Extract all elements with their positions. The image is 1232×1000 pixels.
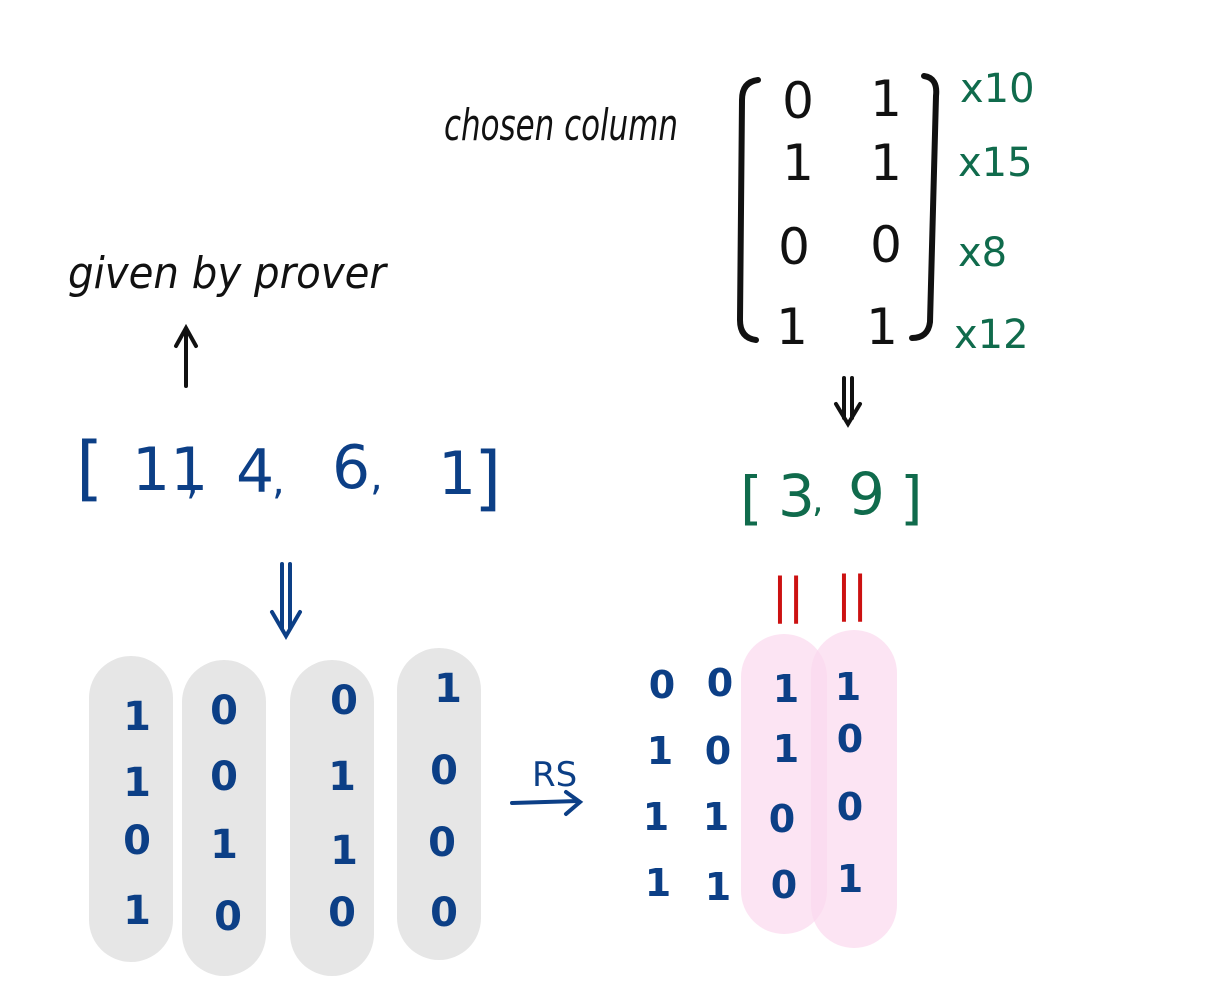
gray-pill — [290, 660, 374, 976]
gray-pill — [397, 648, 481, 960]
highlighted-columns — [741, 630, 897, 948]
matrix-entry: 1 — [866, 298, 898, 356]
equals-check: || — [836, 566, 868, 622]
rs-matrix: 0 0 1 1 1 0 1 0 1 1 0 0 1 1 0 1 — [643, 661, 863, 909]
rs-digit: 1 — [773, 727, 799, 771]
rs-digit: 0 — [705, 729, 731, 773]
result-vector-value: 9 — [848, 460, 885, 528]
prover-vector-open-bracket: [ — [76, 427, 103, 509]
result-vector-close-bracket: ] — [900, 464, 923, 532]
rs-digit: 0 — [837, 717, 863, 761]
matrix-entries: 0 1 1 1 0 0 1 1 — [776, 70, 902, 356]
up-arrow — [174, 323, 198, 388]
rs-digit: 0 — [771, 863, 797, 907]
rs-digit: 0 — [837, 785, 863, 829]
rs-digit: 0 — [769, 797, 795, 841]
matrix-entry: 0 — [778, 218, 810, 276]
pink-pill — [811, 630, 897, 948]
binary-digit: 1 — [330, 828, 358, 874]
right-arrow-icon — [510, 790, 584, 816]
prover-vector-comma: , — [186, 458, 199, 504]
result-vector-open-bracket: [ — [740, 464, 763, 532]
given-by-prover-label: given by prover — [68, 248, 389, 299]
gray-pill — [89, 656, 173, 962]
rs-digit: 1 — [645, 861, 671, 905]
matrix-entry: 0 — [782, 72, 814, 130]
prover-vector-value: 11 — [132, 435, 208, 505]
binary-digit: 1 — [123, 694, 151, 740]
binary-columns — [89, 648, 481, 976]
binary-digit: 1 — [210, 822, 238, 868]
rs-digit: 1 — [837, 857, 863, 901]
rs-digit: 1 — [703, 795, 729, 839]
rs-digit: 1 — [705, 865, 731, 909]
binary-digit: 1 — [123, 888, 151, 934]
matrix-entry: 1 — [870, 134, 902, 192]
prover-vector-value: 4 — [236, 437, 274, 507]
result-vector-value: 3 — [778, 462, 815, 530]
binary-digit: 1 — [328, 754, 356, 800]
rs-digit: 1 — [773, 667, 799, 711]
row-weight: x15 — [958, 140, 1033, 186]
rs-digit: 1 — [835, 665, 861, 709]
equality-checks: || || — [772, 566, 868, 624]
binary-digit: 1 — [434, 666, 462, 712]
gray-pill — [182, 660, 266, 976]
rs-label: RS — [532, 755, 577, 795]
row-weight: x12 — [954, 312, 1029, 358]
matrix-brackets — [736, 73, 940, 343]
binary-column-digits: 1 1 0 1 0 0 1 0 0 1 1 0 1 0 0 0 — [123, 666, 462, 940]
binary-digit: 0 — [210, 754, 238, 800]
prover-vector-value: 6 — [332, 433, 370, 503]
matrix-entry: 1 — [776, 298, 808, 356]
binary-digit: 0 — [428, 820, 456, 866]
prover-vector: [ 11 , 4 , 6 , 1 ] — [76, 427, 501, 519]
binary-digit: 0 — [123, 818, 151, 864]
row-weight: x8 — [958, 230, 1007, 276]
binary-digit: 1 — [123, 760, 151, 806]
rs-digit: 0 — [707, 661, 733, 705]
result-vector: [ 3 , 9 ] — [740, 460, 923, 532]
matrix-entry: 1 — [782, 134, 814, 192]
binary-digit: 0 — [214, 894, 242, 940]
rs-digit: 0 — [649, 663, 675, 707]
prover-vector-value: 1 — [438, 439, 476, 509]
double-down-arrow-icon — [834, 376, 862, 428]
result-vector-comma: , — [812, 480, 823, 521]
matrix-entry: 1 — [870, 70, 902, 128]
binary-digit: 0 — [430, 890, 458, 936]
binary-digit: 0 — [328, 890, 356, 936]
binary-digit: 0 — [210, 688, 238, 734]
binary-digit: 0 — [330, 678, 358, 724]
row-weights: x10 x15 x8 x12 — [954, 66, 1035, 358]
chosen-column-label: chosen column — [444, 100, 678, 151]
prover-vector-comma: , — [272, 458, 285, 504]
equals-check: || — [772, 568, 804, 624]
rs-digit: 1 — [643, 795, 669, 839]
matrix-entry: 0 — [870, 216, 902, 274]
binary-digit: 0 — [430, 748, 458, 794]
rs-digit: 1 — [647, 729, 673, 773]
pink-pill — [741, 634, 827, 934]
prover-vector-comma: , — [370, 454, 383, 500]
prover-vector-close-bracket: ] — [474, 437, 501, 519]
double-down-arrow-icon — [270, 562, 302, 640]
row-weight: x10 — [960, 66, 1035, 112]
